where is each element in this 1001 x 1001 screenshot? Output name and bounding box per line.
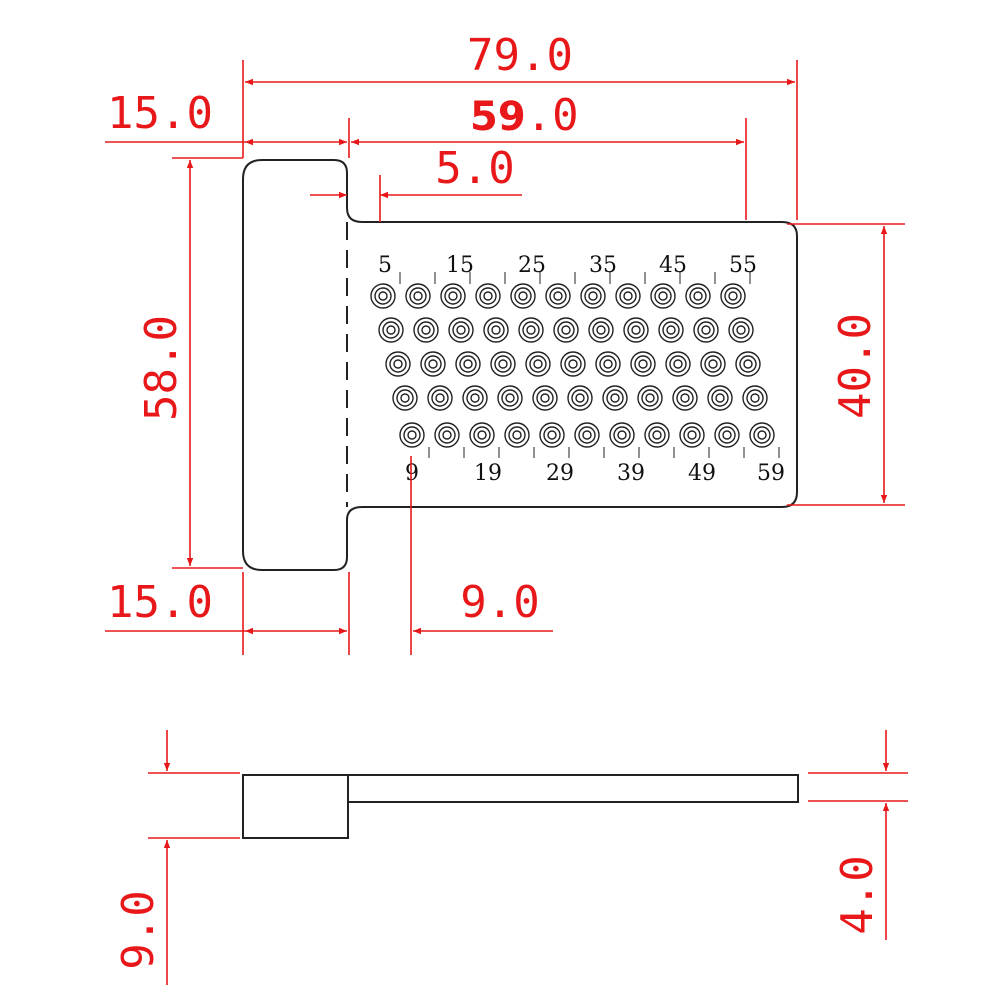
hole	[518, 317, 544, 343]
dim-first-hole-offset: 5.0	[435, 143, 514, 194]
hole-label-bottom: 19	[474, 461, 502, 486]
hole	[385, 351, 411, 377]
dim-handle-thickness: 9.0	[113, 890, 164, 969]
hole	[545, 283, 571, 309]
hole	[370, 283, 396, 309]
hole	[532, 385, 558, 411]
hole	[553, 317, 579, 343]
hole	[440, 283, 466, 309]
hole	[749, 422, 775, 448]
hole-label-bottom: 49	[688, 461, 716, 486]
side-view-board	[347, 774, 799, 803]
hole	[399, 422, 425, 448]
hole	[405, 283, 431, 309]
hole	[462, 385, 488, 411]
hole	[420, 351, 446, 377]
hole	[574, 422, 600, 448]
hole	[483, 317, 509, 343]
hole	[525, 351, 551, 377]
dim-board-thickness: 4.0	[832, 855, 883, 934]
dim-overall-length: 79.0	[467, 30, 573, 81]
hole	[539, 422, 565, 448]
hole	[707, 385, 733, 411]
hole	[413, 317, 439, 343]
hole	[720, 283, 746, 309]
hole-label-top: 45	[659, 253, 687, 278]
hole-grid: 5 15 25 35 45 55 9 19 29 39 49 59	[370, 253, 785, 486]
hole	[567, 385, 593, 411]
dim-handle-height: 58.0	[136, 315, 187, 421]
hole-label-bottom: 39	[617, 461, 645, 486]
hole	[742, 385, 768, 411]
hole	[728, 317, 754, 343]
dim-board-length-tail: .0	[526, 90, 579, 141]
hole	[560, 351, 586, 377]
hole	[448, 317, 474, 343]
hole	[623, 317, 649, 343]
hole	[455, 351, 481, 377]
hole-label-top: 55	[729, 253, 757, 278]
hole	[735, 351, 761, 377]
hole	[658, 317, 684, 343]
dim-handle-width-top: 15.0	[107, 88, 213, 139]
hole	[504, 422, 530, 448]
hole	[378, 317, 404, 343]
side-view-handle	[242, 774, 349, 839]
top-view-outline	[242, 159, 798, 571]
hole	[679, 422, 705, 448]
hole	[580, 283, 606, 309]
hole-label-top: 25	[518, 253, 546, 278]
hole	[588, 317, 614, 343]
hole-label-top: 15	[446, 253, 474, 278]
hole	[609, 422, 635, 448]
hole	[637, 385, 663, 411]
hole-label-top: 35	[589, 253, 617, 278]
dim-board-length: 59.0	[470, 90, 579, 141]
dim-handle-width-bottom: 15.0	[107, 577, 213, 628]
hole	[714, 422, 740, 448]
hole-label-bottom: 59	[757, 461, 785, 486]
hole-label-top: 5	[378, 253, 392, 278]
hole	[392, 385, 418, 411]
extension-lines	[172, 60, 905, 655]
dim-board-length-bold: 59	[470, 94, 526, 140]
hole	[693, 317, 719, 343]
hole	[630, 351, 656, 377]
hole	[490, 351, 516, 377]
hole	[595, 351, 621, 377]
hole	[685, 283, 711, 309]
hole	[672, 385, 698, 411]
hole	[700, 351, 726, 377]
hole	[510, 283, 536, 309]
dim-board-height: 40.0	[830, 313, 881, 419]
hole	[650, 283, 676, 309]
hole	[497, 385, 523, 411]
hole	[469, 422, 495, 448]
hole-label-bottom: 29	[546, 461, 574, 486]
hole	[644, 422, 670, 448]
hole-label-bottom: 9	[405, 461, 419, 486]
hole	[615, 283, 641, 309]
hole	[602, 385, 628, 411]
hole	[475, 283, 501, 309]
hole	[665, 351, 691, 377]
hole	[434, 422, 460, 448]
dim-last-row-offset: 9.0	[460, 577, 539, 628]
hole	[427, 385, 453, 411]
